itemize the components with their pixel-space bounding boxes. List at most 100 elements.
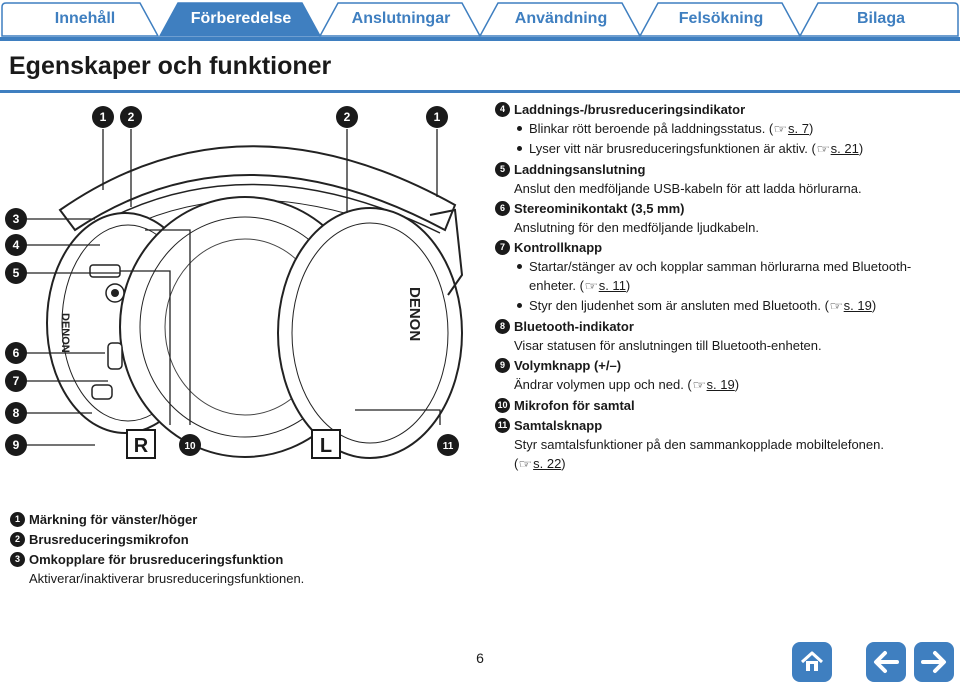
home-icon — [800, 651, 824, 671]
side-r-box — [126, 429, 156, 459]
side-l-label: L — [320, 435, 332, 457]
item-lr-marking-heading: 1 Märkning för vänster/höger — [10, 509, 480, 529]
item-number-badge: 11 — [495, 417, 510, 433]
svg-text:1: 1 — [100, 110, 107, 124]
right-yoke — [429, 208, 464, 296]
pointing-hand-icon: ☞ — [816, 142, 831, 156]
item-bullet: Blinkar rött beroende på laddningsstatus… — [495, 119, 955, 139]
svg-text:4: 4 — [13, 238, 20, 252]
page-title: Egenskaper och funktioner — [9, 52, 332, 80]
bullet-text: Lyser vitt när brusreduceringsfunktionen… — [529, 141, 816, 156]
volume-button — [91, 384, 113, 400]
item-description: Ändrar volymen upp och ned. (☞s. 19) — [495, 375, 955, 395]
tab-bilaga[interactable]: Bilaga — [856, 10, 905, 27]
pointing-hand-icon: ☞ — [584, 279, 599, 293]
page-ref-link[interactable]: s. 19 — [706, 377, 735, 392]
item-number-badge: 7 — [495, 239, 510, 255]
right-shell-inner — [291, 222, 449, 444]
page-ref-link[interactable]: s. 22 — [533, 456, 562, 471]
page-number: 6 — [476, 650, 484, 666]
item-charging-port-heading: 5 Laddningsanslutning — [495, 159, 955, 179]
item-call-microphone-heading: 10 Mikrofon för samtal — [495, 395, 955, 415]
page-ref-link[interactable]: s. 7 — [788, 121, 809, 136]
page-ref-link[interactable]: s. 11 — [598, 278, 626, 293]
item-number-badge: 1 — [10, 511, 25, 527]
svg-text:1: 1 — [434, 110, 441, 124]
item-title: Kontrollknapp — [514, 239, 603, 255]
back-arrow-icon — [874, 651, 899, 673]
description-text: Styr samtalsfunktioner på den sammankopp… — [514, 437, 884, 452]
side-l-box — [311, 429, 341, 459]
item-description: Visar statusen för anslutningen till Blu… — [514, 338, 822, 353]
svg-text:6: 6 — [13, 346, 20, 360]
item-description: Anslut den medföljande USB-kabeln för at… — [514, 181, 862, 196]
home-button[interactable] — [792, 642, 832, 682]
item-bullet: Startar/stänger av och kopplar samman hö… — [495, 257, 955, 296]
svg-text:7: 7 — [13, 374, 20, 388]
description-text: ( — [514, 456, 519, 471]
headband — [58, 145, 457, 232]
pointing-hand-icon: ☞ — [773, 122, 788, 136]
item-title: Brusreduceringsmikrofon — [29, 531, 189, 547]
page-ref-link[interactable]: s. 19 — [843, 298, 872, 313]
brand-right: DENON — [406, 287, 423, 341]
parts-description-list: 4 Laddnings-/brusreduceringsindikator Bl… — [495, 99, 955, 474]
description-tail: ) — [734, 377, 740, 392]
bullet-tail: ) — [858, 141, 864, 156]
jack-port-inner — [111, 289, 119, 297]
item-volume-button-heading: 9 Volymknapp (+/–) — [495, 355, 955, 375]
tab-shapes — [1, 2, 959, 37]
title-rule — [0, 90, 960, 93]
item-charging-indicator-heading: 4 Laddnings-/brusreduceringsindikator — [495, 99, 955, 119]
tab-anslutningar[interactable]: Anslutningar — [351, 10, 451, 27]
headphone-illustration: DENON DENON 1 2 2 1 3 4 5 6 7 — [5, 106, 464, 459]
tab-shape-1 — [1, 2, 160, 37]
tab-innehall[interactable]: Innehåll — [54, 10, 116, 27]
tab-bar: Innehåll Förberedelse Anslutningar Använ… — [0, 0, 960, 41]
usb-port — [89, 264, 121, 278]
item-number-badge: 6 — [495, 200, 510, 216]
bullet-text: Blinkar rött beroende på laddningsstatus… — [529, 121, 774, 136]
item-bluetooth-indicator-heading: 8 Bluetooth-indikator — [495, 316, 955, 336]
item-number-badge: 5 — [495, 161, 510, 177]
item-title: Laddningsanslutning — [514, 161, 646, 177]
item-description: Styr samtalsfunktioner på den sammankopp… — [495, 435, 955, 474]
item-title: Omkopplare för brusreduceringsfunktion — [29, 551, 284, 567]
svg-text:5: 5 — [13, 266, 20, 280]
item-bullet: Lyser vitt när brusreduceringsfunktionen… — [495, 139, 955, 159]
item-number-badge: 3 — [10, 551, 25, 567]
bullet-tail: ) — [809, 121, 814, 136]
tab-shape-6 — [798, 2, 959, 37]
back-button[interactable] — [866, 642, 906, 682]
svg-text:10: 10 — [184, 441, 196, 452]
item-control-button-heading: 7 Kontrollknapp — [495, 237, 955, 257]
tab-anvandning[interactable]: Användning — [514, 10, 608, 27]
forward-button[interactable] — [914, 642, 954, 682]
leader-lines — [24, 129, 441, 446]
tab-shape-5 — [638, 2, 802, 37]
page-ref-link[interactable]: s. 21 — [830, 141, 859, 156]
description-tail: ) — [561, 456, 566, 471]
control-button — [107, 342, 123, 370]
item-title: Mikrofon för samtal — [514, 397, 635, 413]
tab-shape-2 — [158, 2, 322, 37]
item-stereo-jack-heading: 6 Stereominikontakt (3,5 mm) — [495, 198, 955, 218]
pointing-hand-icon: ☞ — [518, 457, 533, 471]
callout-badges: 1 2 2 1 3 4 5 6 7 8 9 10 11 — [5, 106, 459, 456]
item-title: Märkning för vänster/höger — [29, 511, 198, 527]
item-bullet: Styr den ljudenhet som är ansluten med B… — [495, 296, 955, 316]
bullet-text: Startar/stänger av och kopplar samman hö… — [529, 259, 912, 274]
item-description: Aktiverar/inaktiverar brusreduceringsfun… — [29, 571, 305, 586]
item-number-badge: 2 — [10, 531, 25, 547]
item-title: Volymknapp (+/–) — [514, 357, 622, 373]
right-shell — [277, 207, 463, 459]
bullet-tail: ) — [871, 298, 877, 313]
item-title: Samtalsknapp — [514, 417, 603, 433]
tab-felsokning[interactable]: Felsökning — [678, 10, 764, 27]
bullet-tail: ) — [625, 278, 631, 293]
svg-text:9: 9 — [13, 438, 20, 452]
item-nc-switch-heading: 3 Omkopplare för brusreduceringsfunktion — [10, 549, 480, 569]
item-nc-microphone-heading: 2 Brusreduceringsmikrofon — [10, 529, 480, 549]
item-number-badge: 4 — [495, 101, 510, 117]
tab-forberedelse[interactable]: Förberedelse — [190, 10, 292, 27]
